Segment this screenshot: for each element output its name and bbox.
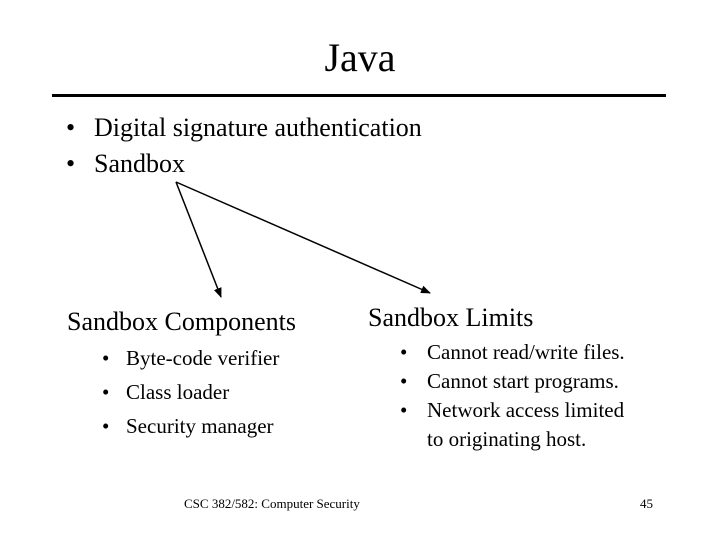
sandbox-limits-heading: Sandbox Limits [368, 303, 534, 332]
limit-item: Network access limited [400, 396, 625, 425]
bullet-sandbox: Sandbox [66, 146, 422, 182]
limit-item: Cannot read/write files. [400, 338, 625, 367]
slide-title: Java [324, 35, 396, 80]
sandbox-limits-list: Cannot read/write files. Cannot start pr… [400, 338, 625, 454]
component-item: Security manager [102, 409, 279, 443]
bullet-digital-signature: Digital signature authentication [66, 110, 422, 146]
component-item: Byte-code verifier [102, 341, 279, 375]
arrow-to-limits [175, 181, 431, 294]
slide-footer: CSC 382/582: Computer Security [184, 496, 360, 511]
arrow-to-components [175, 181, 222, 298]
limit-item: Cannot start programs. [400, 367, 625, 396]
sandbox-components-heading: Sandbox Components [67, 307, 296, 336]
sandbox-components-list: Byte-code verifier Class loader Security… [102, 341, 279, 443]
component-item: Class loader [102, 375, 279, 409]
page-number: 45 [640, 496, 653, 511]
title-underline [52, 94, 666, 97]
main-bullet-list: Digital signature authentication Sandbox [66, 110, 422, 182]
limit-item-continuation: to originating host. [427, 427, 587, 451]
